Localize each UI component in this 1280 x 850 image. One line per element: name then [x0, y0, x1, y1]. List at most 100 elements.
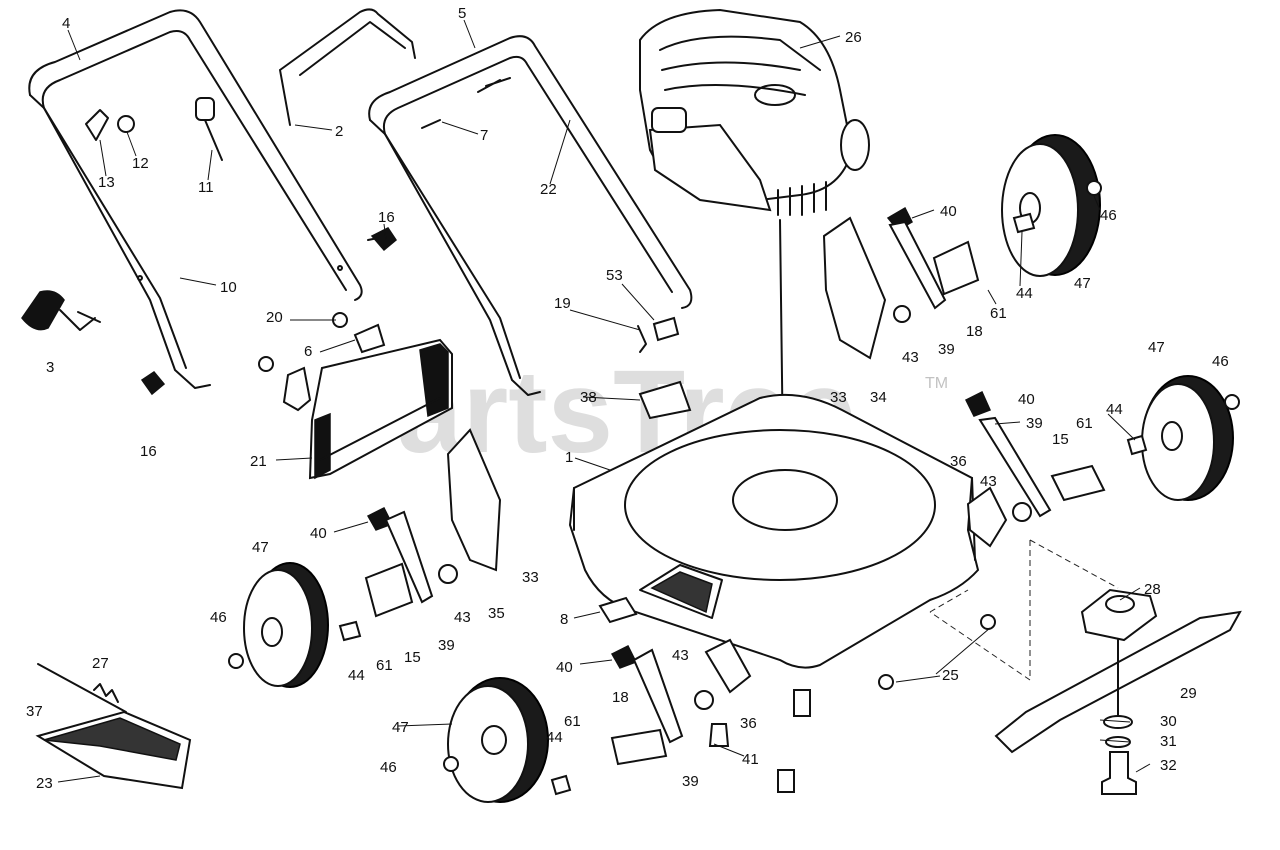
- discharge-chute: [35, 710, 192, 790]
- wheel-bolt: [338, 620, 362, 642]
- watermark-trademark: TM: [925, 375, 948, 392]
- wheel-left-front: [243, 562, 329, 688]
- wheel-nut: [228, 653, 244, 669]
- callout-label: 30: [1160, 713, 1177, 730]
- handle-knob-lower: [140, 371, 166, 396]
- adjuster-lever: [978, 416, 1052, 518]
- callout-label: 19: [554, 295, 571, 312]
- callout-label: 25: [942, 667, 959, 684]
- callout-label: 31: [1160, 733, 1177, 750]
- callout-label: 13: [98, 174, 115, 191]
- callout-label: 61: [376, 657, 393, 674]
- wheel-left-rear: [447, 677, 549, 803]
- callout-label: 46: [210, 609, 227, 626]
- callout-label: 36: [740, 715, 757, 732]
- callout-label: 43: [902, 349, 919, 366]
- chute-rod: [37, 663, 127, 713]
- callout-label: 12: [132, 155, 149, 172]
- axle-bracket: [610, 728, 668, 766]
- handle-bolt: [117, 115, 135, 133]
- spacer: [694, 690, 714, 710]
- deck-bolt-2: [793, 689, 811, 717]
- callout-label: 39: [938, 341, 955, 358]
- blade-adapter: [1080, 588, 1158, 642]
- adjuster-knob: [610, 644, 638, 669]
- wheel-bolt: [1126, 434, 1148, 456]
- callout-label: 33: [830, 389, 847, 406]
- callout-label: 44: [1016, 285, 1033, 302]
- callout-label: 61: [990, 305, 1007, 322]
- wheel-nut: [443, 756, 459, 772]
- callout-label: 1: [565, 449, 573, 466]
- callout-label: 47: [392, 719, 409, 736]
- adjuster-plate: [966, 486, 1008, 548]
- adjuster-lever: [384, 510, 434, 604]
- leader-lines: [57, 19, 1151, 783]
- callout-label: 16: [140, 443, 157, 460]
- callout-label: 41: [742, 751, 759, 768]
- control-bail: [279, 8, 416, 126]
- callout-labels: 4 5 26 2 7 12 13 11 22 16 40 46 47 10 53…: [26, 5, 1229, 792]
- adjuster-lever: [888, 220, 947, 310]
- axle-bracket: [932, 240, 980, 296]
- callout-label: 44: [348, 667, 365, 684]
- callout-label: 15: [1052, 431, 1069, 448]
- callout-label: 61: [564, 713, 581, 730]
- deck-baffle: [638, 380, 692, 420]
- flap-bracket-2: [282, 366, 312, 412]
- spacer: [1012, 502, 1032, 522]
- deck-bolt-3: [777, 769, 795, 793]
- axle-bracket: [364, 562, 414, 618]
- callout-label: 39: [682, 773, 699, 790]
- callout-label: 61: [1076, 415, 1093, 432]
- deck-nut: [980, 614, 996, 630]
- callout-label: 35: [488, 605, 505, 622]
- callout-label: 28: [1144, 581, 1161, 598]
- callout-label: 40: [556, 659, 573, 676]
- callout-label: 27: [92, 655, 109, 672]
- blade-bolt: [1101, 751, 1137, 795]
- handle-clip: [85, 109, 109, 141]
- assembly-guide: [929, 539, 1119, 681]
- callout-label: 40: [310, 525, 327, 542]
- callout-label: 21: [250, 453, 267, 470]
- callout-label: 38: [580, 389, 597, 406]
- handle-bolt-7: [421, 77, 511, 129]
- side-plate-left: [446, 428, 502, 572]
- rear-flap: [308, 338, 453, 480]
- callout-label: 40: [940, 203, 957, 220]
- callout-label: 47: [252, 539, 269, 556]
- mower-deck: [568, 393, 980, 669]
- callout-label: 10: [220, 279, 237, 296]
- adjuster-plate: [704, 638, 752, 694]
- callout-label: 8: [560, 611, 568, 628]
- callout-label: 37: [26, 703, 43, 720]
- starter-rope-handle: [21, 290, 101, 331]
- engine: [639, 8, 870, 216]
- callout-label: 43: [672, 647, 689, 664]
- bracket-bolt-2: [258, 356, 274, 372]
- callout-label: 44: [546, 729, 563, 746]
- wheel-right-front: [1141, 375, 1234, 501]
- axle-bracket: [1050, 464, 1106, 502]
- callout-label: 44: [1106, 401, 1123, 418]
- handle-pin: [652, 316, 680, 342]
- callout-label: 32: [1160, 757, 1177, 774]
- callout-label: 47: [1074, 275, 1091, 292]
- callout-label: 46: [1100, 207, 1117, 224]
- callout-label: 3: [46, 359, 54, 376]
- callout-label: 47: [1148, 339, 1165, 356]
- callout-label: 20: [266, 309, 283, 326]
- callout-label: 39: [438, 637, 455, 654]
- callout-label: 22: [540, 181, 557, 198]
- hair-pin: [637, 325, 647, 353]
- callout-label: 6: [304, 343, 312, 360]
- callout-label: 43: [980, 473, 997, 490]
- callout-label: 2: [335, 123, 343, 140]
- wheel-right-rear: [1001, 134, 1101, 277]
- deck-bolt: [708, 723, 730, 747]
- callout-label: 23: [36, 775, 53, 792]
- callout-label: 53: [606, 267, 623, 284]
- deck-clip: [598, 596, 638, 624]
